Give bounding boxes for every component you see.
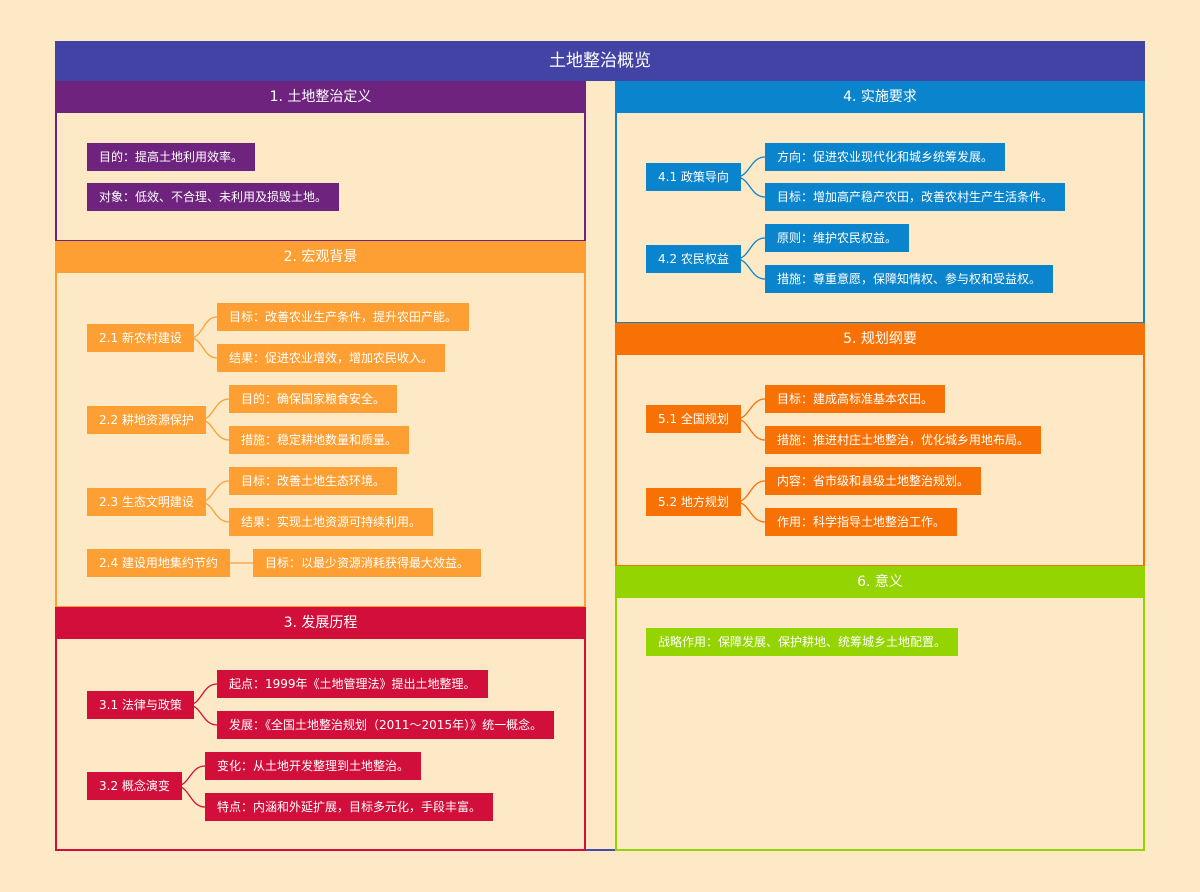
s1-item-1: 目的：提高土地利用效率。 [87, 143, 256, 171]
s3-group-1-item-2: 发展：《全国土地整治规划（2011～2015年）》统一概念。 [217, 711, 555, 739]
section-6-header: 6. 意义 [615, 566, 1145, 598]
s4-group-1-label: 4.1 政策导向 [646, 163, 741, 191]
s4-group-1-item-1: 方向：促进农业现代化和城乡统筹发展。 [765, 143, 1006, 171]
diagram-title: 土地整治概览 [55, 41, 1145, 81]
s2-group-4-label: 2.4 建设用地集约节约 [87, 549, 230, 577]
s6-item-1: 战略作用：保障发展、保护耕地、统筹城乡土地配置。 [646, 628, 959, 656]
s4-group-2-item-2: 措施：尊重意愿，保障知情权、参与权和受益权。 [765, 265, 1054, 293]
s3-group-2-item-1: 变化：从土地开发整理到土地整治。 [205, 752, 422, 780]
s2-group-3-item-2: 结果：实现土地资源可持续利用。 [229, 508, 434, 536]
section-2-header: 2. 宏观背景 [55, 241, 586, 273]
s4-group-1-item-2: 目标：增加高产稳产农田，改善农村生产生活条件。 [765, 183, 1066, 211]
s5-group-1-item-2: 措施：推进村庄土地整治，优化城乡用地布局。 [765, 426, 1042, 454]
section-3-header: 3. 发展历程 [55, 607, 586, 639]
s5-group-2-item-2: 作用：科学指导土地整治工作。 [765, 508, 958, 536]
s5-group-2-label: 5.2 地方规划 [646, 488, 741, 516]
s5-group-1-label: 5.1 全国规划 [646, 405, 741, 433]
s2-group-2-item-2: 措施：稳定耕地数量和质量。 [229, 426, 410, 454]
s3-group-2-item-2: 特点：内涵和外延扩展，目标多元化，手段丰富。 [205, 793, 494, 821]
s3-group-1-label: 3.1 法律与政策 [87, 691, 194, 719]
s2-group-3-label: 2.3 生态文明建设 [87, 488, 206, 516]
s2-group-2-label: 2.2 耕地资源保护 [87, 406, 206, 434]
s2-group-1-item-1: 目标：改善农业生产条件，提升农田产能。 [217, 303, 470, 331]
s2-group-2-item-1: 目的：确保国家粮食安全。 [229, 385, 398, 413]
s4-group-2-item-1: 原则：维护农民权益。 [765, 224, 910, 252]
s3-group-1-item-1: 起点：1999年《土地管理法》提出土地整理。 [217, 670, 488, 698]
s1-item-2: 对象：低效、不合理、未利用及损毁土地。 [87, 183, 340, 211]
s2-group-1-item-2: 结果：促进农业增效，增加农民收入。 [217, 344, 446, 372]
section-5-header: 5. 规划纲要 [615, 323, 1145, 355]
section-6-box [615, 566, 1145, 851]
s5-group-2-item-1: 内容：省市级和县级土地整治规划。 [765, 467, 982, 495]
s5-group-1-item-1: 目标：建成高标准基本农田。 [765, 385, 946, 413]
section-4-header: 4. 实施要求 [615, 81, 1145, 113]
section-1-header: 1. 土地整治定义 [55, 81, 586, 113]
s3-group-2-label: 3.2 概念演变 [87, 772, 182, 800]
s2-group-1-label: 2.1 新农村建设 [87, 324, 194, 352]
s2-group-3-item-1: 目标：改善土地生态环境。 [229, 467, 398, 495]
s4-group-2-label: 4.2 农民权益 [646, 245, 741, 273]
s2-group-4-item-1: 目标：以最少资源消耗获得最大效益。 [253, 549, 482, 577]
